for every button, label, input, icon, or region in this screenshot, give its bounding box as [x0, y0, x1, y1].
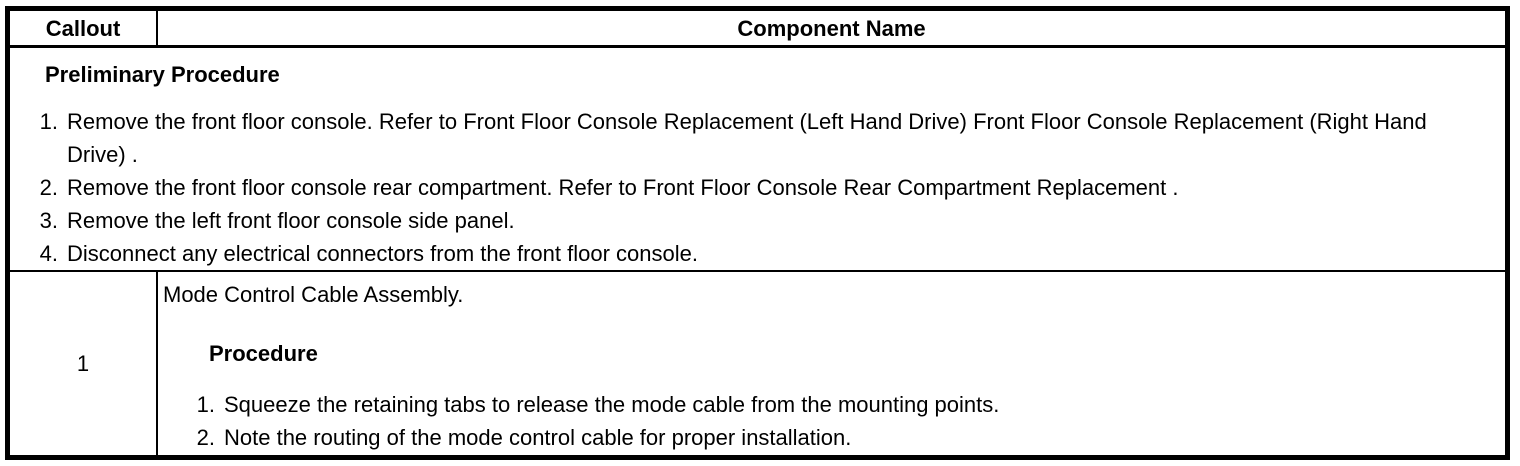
component-callout-table: Callout Component Name Preliminary Proce…	[5, 6, 1510, 460]
preliminary-steps-list: 1. Remove the front floor console. Refer…	[10, 105, 1505, 270]
preliminary-procedure-row: Preliminary Procedure 1. Remove the fron…	[10, 48, 1505, 272]
list-item: 1. Squeeze the retaining tabs to release…	[185, 388, 1505, 421]
list-text: Remove the left front floor console side…	[67, 208, 515, 233]
list-item: 2. Remove the front floor console rear c…	[30, 171, 1505, 204]
table-header-row: Callout Component Name	[10, 11, 1505, 48]
list-text: Note the routing of the mode control cab…	[224, 425, 852, 450]
list-text: Disconnect any electrical connectors fro…	[67, 241, 698, 266]
callout-1-row: 1 Mode Control Cable Assembly. Procedure…	[10, 272, 1505, 455]
header-cell-callout: Callout	[10, 11, 158, 45]
component-name: Mode Control Cable Assembly.	[163, 282, 464, 307]
procedure-steps-list: 1. Squeeze the retaining tabs to release…	[163, 388, 1505, 454]
callout-number-cell: 1	[10, 272, 158, 455]
list-item: 1. Remove the front floor console. Refer…	[30, 105, 1505, 171]
list-number: 2.	[196, 425, 215, 450]
list-item: 2. Note the routing of the mode control …	[185, 421, 1505, 454]
procedure-title: Procedure	[209, 341, 318, 366]
list-number: 3.	[39, 208, 58, 233]
list-item: 3. Remove the left front floor console s…	[30, 204, 1505, 237]
list-number: 4.	[39, 241, 58, 266]
list-text: Remove the front floor console rear comp…	[67, 175, 1179, 200]
preliminary-procedure-title: Preliminary Procedure	[45, 62, 280, 87]
component-name-column-header: Component Name	[737, 15, 926, 41]
list-item: 4. Disconnect any electrical connectors …	[30, 237, 1505, 270]
list-number: 1.	[39, 109, 58, 134]
callout-number: 1	[76, 351, 90, 376]
list-text: Remove the front floor console. Refer to…	[67, 109, 1427, 167]
component-description-cell: Mode Control Cable Assembly. Procedure 1…	[158, 272, 1505, 455]
callout-column-header: Callout	[45, 15, 121, 41]
header-cell-component-name: Component Name	[158, 11, 1505, 45]
list-number: 2.	[39, 175, 58, 200]
list-text: Squeeze the retaining tabs to release th…	[224, 392, 1000, 417]
list-number: 1.	[196, 392, 215, 417]
